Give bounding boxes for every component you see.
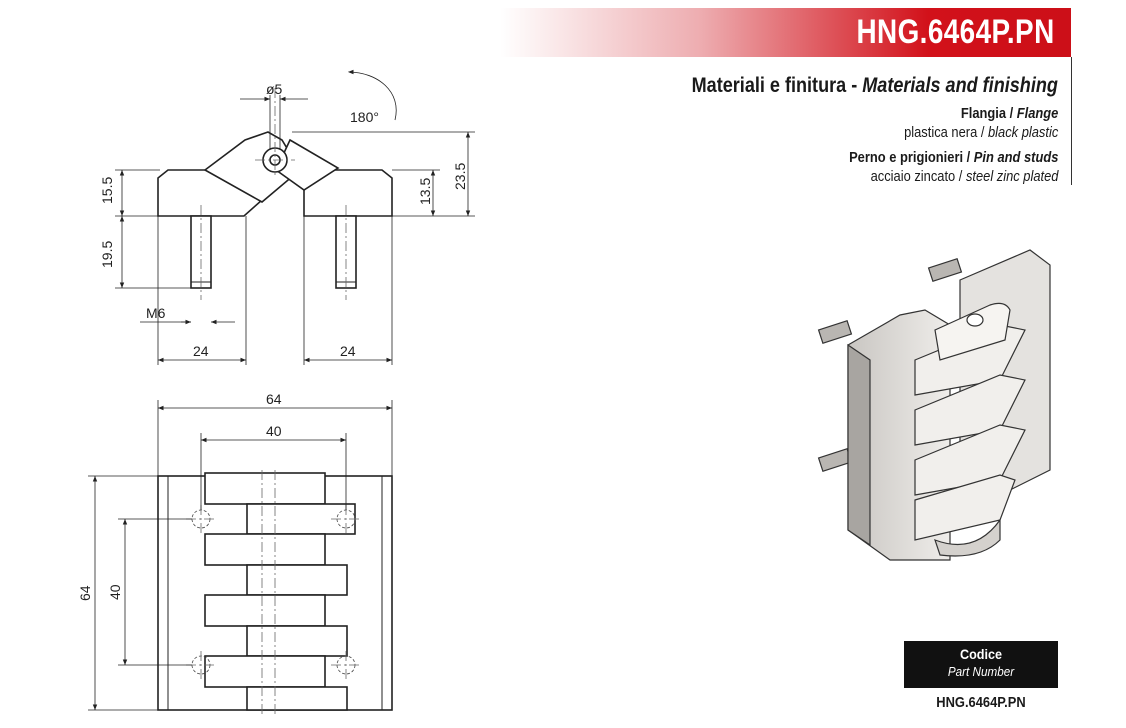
dim-thread: M6 — [146, 305, 166, 321]
pin-value-it: acciaio zincato / — [870, 168, 966, 185]
dim-stud-length: 19.5 — [99, 241, 115, 268]
part-code-title: HNG.6464P.PN — [856, 13, 1055, 51]
flange-label-it: Flangia / — [960, 105, 1017, 122]
materials-title-en: Materials and finishing — [862, 74, 1058, 97]
dim-stud-right: 24 — [340, 343, 356, 359]
flange-value-en: black plastic — [987, 124, 1058, 141]
header-divider — [1071, 57, 1072, 185]
materials-title-it: Materiali e finitura - — [691, 74, 863, 97]
part-number-box: Codice Part Number — [904, 641, 1058, 688]
pin-label: Perno e prigionieri / Pin and studs — [849, 149, 1058, 166]
part-number-value: HNG.6464P.PN — [936, 694, 1026, 711]
dim-total-height: 23.5 — [452, 163, 468, 190]
dim-height-40: 40 — [107, 584, 123, 600]
part-number-label: Codice — [959, 646, 1003, 662]
flange-value: plastica nera / black plastic — [904, 124, 1058, 141]
flange-label-en: Flange — [1016, 105, 1058, 122]
flange-label: Flangia / Flange — [961, 105, 1058, 122]
isometric-view — [817, 249, 1051, 561]
dim-rotation: 180° — [350, 109, 379, 125]
dim-hinge-13-5: 13.5 — [417, 178, 433, 205]
side-view — [157, 131, 393, 289]
pin-label-en: Pin and studs — [973, 149, 1058, 166]
flange-value-it: plastica nera / — [903, 124, 988, 141]
dim-stud-left: 24 — [193, 343, 209, 359]
dim-pin-diameter: ø5 — [266, 81, 283, 97]
materials-title: Materiali e finitura - Materials and fin… — [692, 74, 1058, 98]
pin-value: acciaio zincato / steel zinc plated — [870, 168, 1058, 185]
dim-width-40: 40 — [266, 423, 282, 439]
dim-height-64: 64 — [77, 585, 93, 601]
dim-flange-height: 15.5 — [99, 177, 115, 204]
part-number-sublabel: Part Number — [947, 664, 1015, 679]
dim-width-64: 64 — [266, 391, 282, 407]
pin-label-it: Perno e prigionieri / — [848, 149, 974, 166]
header-bar: HNG.6464P.PN — [500, 8, 1071, 57]
pin-value-en: steel zinc plated — [965, 168, 1058, 185]
